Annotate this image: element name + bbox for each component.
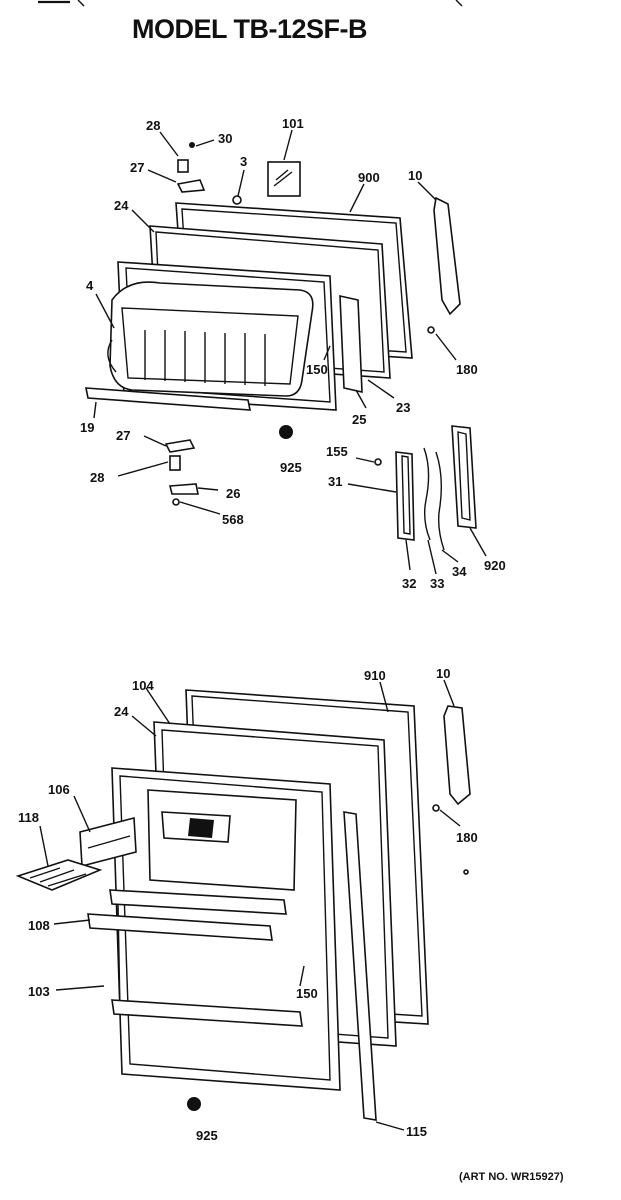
fresh-food-leader-lines	[39, 679, 461, 1131]
screw	[374, 458, 382, 466]
part-label: 24	[114, 704, 129, 719]
part-label: 150	[296, 986, 318, 1001]
hinge-parts-bottom	[164, 439, 199, 506]
part-label: 25	[352, 412, 366, 427]
plug-button	[187, 1097, 201, 1111]
model-title: MODEL TB-12SF-B	[132, 14, 368, 44]
part-label: 150	[306, 362, 328, 377]
freezer-tray	[107, 281, 314, 397]
part-label: 26	[226, 486, 240, 501]
dairy-compartment	[147, 789, 297, 891]
art-number: (ART NO. WR15927)	[459, 1171, 564, 1183]
part-label: 30	[218, 131, 232, 146]
cropped-header-marks	[38, 0, 463, 7]
part-label: 27	[116, 428, 130, 443]
part-label: 925	[196, 1128, 218, 1143]
part-label: 180	[456, 830, 478, 845]
part-label: 103	[28, 984, 50, 999]
screw	[463, 869, 469, 875]
part-label: 33	[430, 576, 444, 591]
part-label: 32	[402, 576, 416, 591]
part-label: 118	[18, 810, 39, 825]
screw	[432, 804, 440, 812]
name-badge	[267, 161, 301, 197]
part-label: 28	[146, 118, 160, 133]
seal-strip	[339, 294, 363, 394]
fresh-food-part-labels: 104 910 10 24 106 118 180 108 103 150 11…	[18, 666, 478, 1143]
mullion-strips	[395, 425, 477, 551]
part-label: 568	[222, 512, 244, 527]
door-shelf-bar	[85, 387, 251, 411]
part-label: 925	[280, 460, 302, 475]
shelf-bar	[87, 913, 273, 941]
freezer-leader-lines	[93, 129, 487, 575]
part-label: 900	[358, 170, 380, 185]
part-label: 180	[456, 362, 478, 377]
part-label: 108	[28, 918, 50, 933]
part-label: 106	[48, 782, 70, 797]
door-shelves	[109, 889, 303, 1027]
part-label: 34	[452, 564, 467, 579]
door-handle	[443, 705, 471, 806]
part-label: 910	[364, 668, 386, 683]
part-label: 28	[90, 470, 104, 485]
part-label: 3	[240, 154, 247, 169]
part-label: 920	[484, 558, 506, 573]
part-label: 4	[86, 278, 94, 293]
hinge-parts-top	[176, 142, 242, 205]
part-label: 10	[436, 666, 450, 681]
part-label: 10	[408, 168, 422, 183]
dairy-door	[79, 816, 137, 868]
fresh-food-door-assembly	[15, 689, 471, 1121]
plug-button	[279, 425, 293, 439]
freezer-door-assembly	[85, 142, 477, 551]
freezer-part-labels: 28 30 27 3 101 900 10 24 4 150 180 23 25…	[80, 116, 506, 591]
part-label: 31	[328, 474, 342, 489]
door-handle	[433, 196, 461, 316]
part-label: 155	[326, 444, 348, 459]
part-label: 19	[80, 420, 94, 435]
part-label: 23	[396, 400, 410, 415]
egg-tray	[15, 859, 103, 891]
part-label: 101	[282, 116, 304, 131]
part-label: 24	[114, 198, 129, 213]
seal-strip	[343, 811, 377, 1121]
part-label: 115	[406, 1124, 427, 1139]
part-label: 27	[130, 160, 144, 175]
screw	[427, 326, 435, 334]
part-label: 104	[132, 678, 154, 693]
